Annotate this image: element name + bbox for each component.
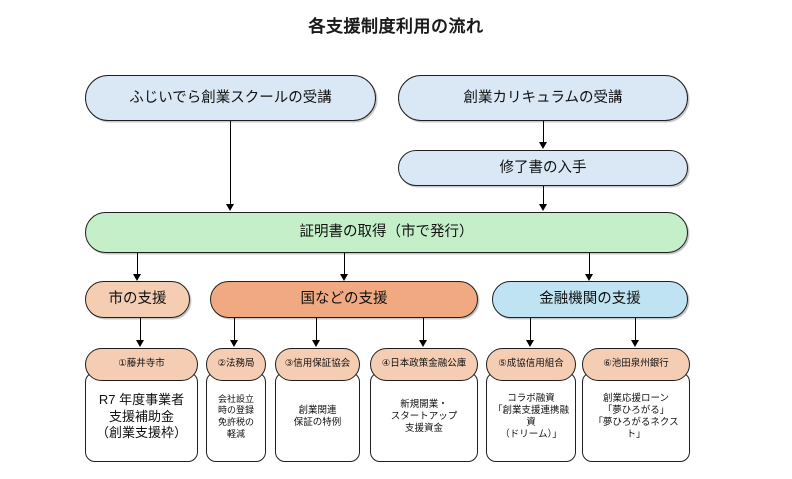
provider-detail-5[interactable]: コラボ融資 「創業支援連携融資 （ドリーム）」 (486, 372, 576, 462)
connector-national-to-provider-3 (316, 318, 317, 341)
node-certificate-label: 証明書の取得（市で発行） (299, 224, 474, 241)
provider-detail-1[interactable]: R7 年度事業者 支援補助金 （創業支援枠） (85, 372, 198, 462)
provider-detail-3-text: 創業関連 保証の特例 (293, 404, 342, 428)
arrow-certificate-to-city (133, 274, 141, 281)
provider-detail-5-text: コラボ融資 「創業支援連携融資 （ドリーム）」 (492, 392, 569, 441)
arrow-curriculum-to-completion (539, 142, 547, 149)
connector-certificate-to-city (137, 253, 138, 275)
provider-header-1-label: ①藤井寺市 (118, 358, 165, 370)
arrow-city-to-provider-1 (136, 340, 144, 347)
provider-header-4[interactable]: ④日本政策金融公庫 (370, 348, 478, 381)
arrow-completion-to-certificate (539, 204, 547, 211)
provider-detail-1-text: R7 年度事業者 支援補助金 （創業支援枠） (95, 392, 187, 441)
node-school-label: ふじいでら創業スクールの受講 (129, 89, 332, 106)
arrow-national-to-provider-4 (419, 340, 427, 347)
provider-header-6-label: ⑥池田泉州銀行 (603, 358, 669, 370)
provider-header-6[interactable]: ⑥池田泉州銀行 (582, 348, 690, 381)
arrow-national-to-provider-3 (312, 340, 320, 347)
provider-header-2[interactable]: ②法務局 (206, 348, 266, 381)
connector-financial-to-provider-6 (635, 318, 636, 341)
provider-detail-6-text: 創業応援ローン 「夢ひろがる」 「夢ひろがるネクスト」 (593, 392, 679, 441)
page-title: 各支援制度利用の流れ (308, 17, 484, 36)
arrow-certificate-to-financial (585, 274, 593, 281)
node-category-city[interactable]: 市の支援 (85, 281, 190, 318)
node-school[interactable]: ふじいでら創業スクールの受講 (85, 75, 376, 121)
node-category-national-label: 国などの支援 (300, 291, 388, 308)
provider-detail-6[interactable]: 創業応援ローン 「夢ひろがる」 「夢ひろがるネクスト」 (582, 372, 690, 462)
node-completion[interactable]: 修了書の入手 (398, 150, 688, 186)
arrow-financial-to-provider-5 (526, 340, 534, 347)
arrow-financial-to-provider-6 (631, 340, 639, 347)
provider-detail-2[interactable]: 会社設立 時の登録 免許税の 軽減 (206, 372, 266, 462)
node-certificate[interactable]: 証明書の取得（市で発行） (85, 212, 688, 253)
node-completion-label: 修了書の入手 (499, 159, 587, 176)
provider-header-3[interactable]: ③信用保証協会 (275, 348, 360, 381)
connector-city-to-provider-1 (140, 318, 141, 341)
node-category-financial[interactable]: 金融機関の支援 (492, 281, 688, 318)
node-category-city-label: 市の支援 (108, 291, 167, 308)
provider-header-3-label: ③信用保証協会 (284, 358, 351, 370)
connector-financial-to-provider-5 (530, 318, 531, 341)
arrow-national-to-provider-2 (230, 340, 238, 347)
node-curriculum[interactable]: 創業カリキュラムの受講 (398, 75, 688, 121)
node-category-national[interactable]: 国などの支援 (210, 281, 478, 318)
provider-header-5-label: ⑤成協信用組合 (498, 358, 564, 370)
arrow-certificate-to-national (340, 274, 348, 281)
provider-detail-4[interactable]: 新規開業・ スタートアップ 支援資金 (370, 372, 478, 462)
connector-certificate-to-financial (589, 253, 590, 275)
node-curriculum-label: 創業カリキュラムの受講 (463, 89, 623, 106)
provider-header-5[interactable]: ⑤成協信用組合 (486, 348, 576, 381)
provider-header-2-label: ②法務局 (217, 358, 255, 370)
connector-completion-to-certificate (543, 186, 544, 205)
connector-certificate-to-national (344, 253, 345, 275)
connector-curriculum-to-completion (543, 121, 544, 143)
connector-national-to-provider-4 (423, 318, 424, 341)
provider-header-1[interactable]: ①藤井寺市 (85, 348, 198, 381)
provider-detail-3[interactable]: 創業関連 保証の特例 (275, 372, 360, 462)
provider-detail-4-text: 新規開業・ スタートアップ 支援資金 (390, 398, 458, 435)
connector-national-to-provider-2 (234, 318, 235, 341)
provider-detail-2-text: 会社設立 時の登録 免許税の 軽減 (217, 393, 254, 439)
node-category-financial-label: 金融機関の支援 (539, 291, 641, 308)
arrow-school-to-certificate (226, 204, 234, 211)
provider-header-4-label: ④日本政策金融公庫 (381, 358, 467, 370)
connector-school-to-certificate (230, 121, 231, 205)
